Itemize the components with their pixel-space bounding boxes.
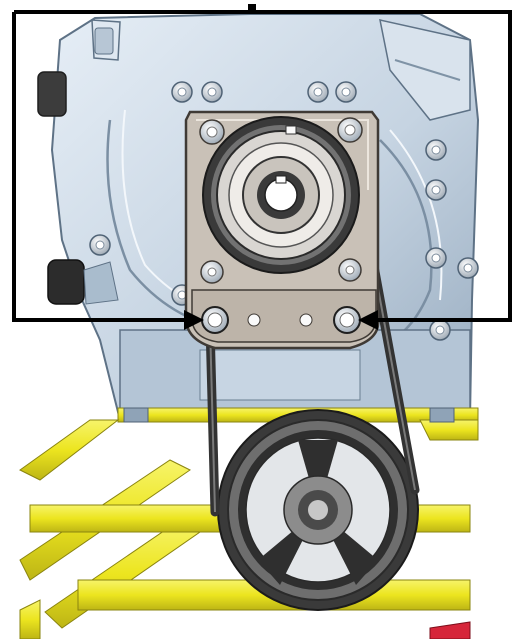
housing-boss-hole-3 <box>313 87 323 97</box>
housing-boss-hole-1 <box>177 87 187 97</box>
housing-boss-hole-2 <box>207 87 217 97</box>
left-arrow-icon <box>16 310 204 330</box>
bracket-bolt-upper-right <box>337 117 363 143</box>
housing-boss-hole-9 <box>95 240 105 250</box>
housing-boss-hole-5 <box>431 145 441 155</box>
housing-boss-hole-4 <box>341 87 351 97</box>
bracket-bolt-upper-left <box>199 119 225 145</box>
drive-pulley <box>202 116 360 274</box>
housing-boss-hole-13 <box>435 325 445 335</box>
driven-pulley <box>217 409 419 611</box>
right-arrow-icon <box>358 310 510 330</box>
bracket-bolt-mid-right <box>338 258 362 282</box>
left-mounting-bolt <box>201 306 229 334</box>
right-mounting-bolt <box>333 306 361 334</box>
housing-boss-hole-8 <box>463 263 473 273</box>
housing-boss-hole-7 <box>431 253 441 263</box>
bracket-bolt-mid-left <box>200 260 224 284</box>
housing-boss-hole-6 <box>431 185 441 195</box>
